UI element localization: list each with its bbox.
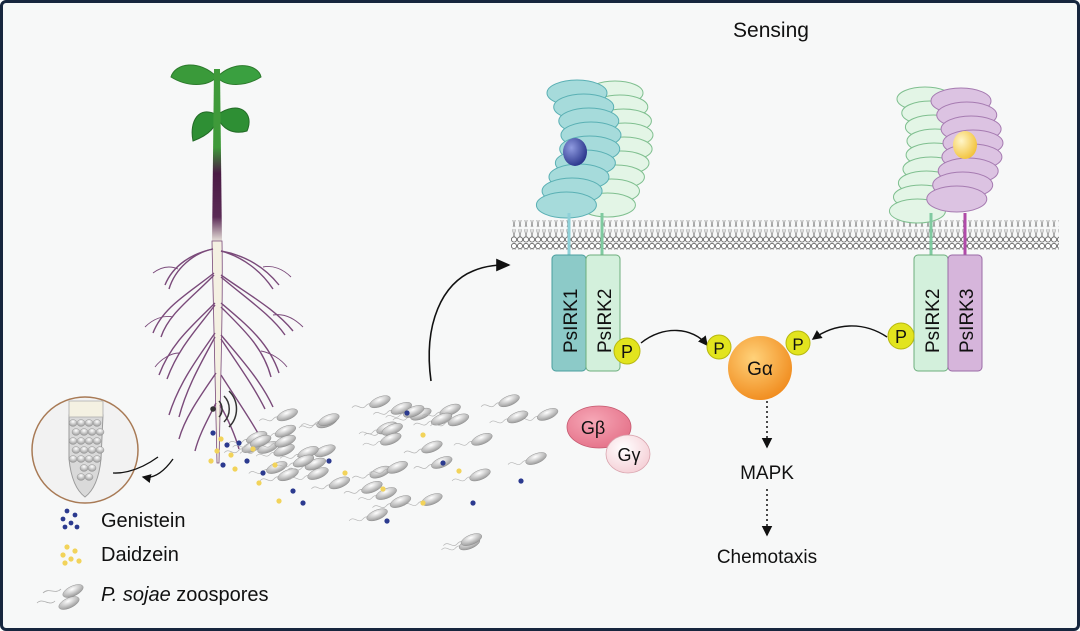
zoospore — [300, 413, 340, 427]
root-tip-inset — [31, 396, 174, 504]
zoospore — [343, 481, 383, 494]
zoospore — [372, 495, 412, 508]
daidzein-dot — [456, 468, 462, 474]
genistein-dot — [210, 430, 216, 436]
daidzein-dot — [228, 452, 234, 458]
daidzein-dot — [256, 480, 262, 486]
psirk3-label: PsIRK3 — [957, 289, 978, 353]
phospho-arrow-left — [640, 329, 708, 347]
zoospore-cloud — [224, 394, 559, 551]
svg-text:Gγ: Gγ — [617, 445, 640, 465]
daidzein-dot — [218, 436, 224, 442]
genistein-dot — [300, 500, 306, 506]
zoospore — [413, 456, 453, 469]
zoospore-legend-symbol — [36, 584, 84, 610]
mapk-label: MAPK — [740, 463, 794, 484]
genistein-dot — [260, 470, 266, 476]
svg-text:Gβ: Gβ — [581, 418, 605, 438]
phosphate-galpha-left — [706, 334, 732, 360]
genistein-dot — [518, 478, 524, 484]
zoospore — [413, 412, 453, 426]
psirk1-label: PsIRK1 — [561, 289, 582, 353]
genistein-dot — [440, 460, 446, 466]
zoospore — [289, 467, 329, 480]
daidzein-legend-label: Daidzein — [101, 544, 179, 566]
genistein-dot — [236, 440, 242, 446]
genistein-dot — [470, 500, 476, 506]
zoospore — [443, 533, 482, 546]
genistein-legend-label: Genistein — [101, 510, 186, 532]
zoospore-legend-label: P. sojae zoospores — [101, 584, 269, 606]
phosphate-galpha-right — [785, 330, 811, 356]
daidzein-dot — [272, 462, 278, 468]
zoospore — [453, 433, 493, 446]
genistein-dot — [244, 458, 250, 464]
daidzein-legend-symbol — [60, 544, 82, 566]
phosphate-right — [887, 322, 915, 350]
g-beta-gamma-dimer: Gβ Gγ — [566, 405, 651, 474]
daidzein-dot — [208, 458, 214, 464]
genistein-dot — [224, 442, 230, 448]
zoospore — [352, 465, 391, 479]
soybean-seedling — [144, 64, 304, 464]
genistein-dot — [290, 488, 296, 494]
zoospore — [507, 452, 547, 465]
zoospore — [348, 508, 388, 522]
zoospore — [403, 440, 443, 454]
zoospore — [232, 434, 272, 448]
daidzein-ligand — [953, 131, 977, 159]
psirk3-kinase — [947, 254, 983, 372]
svg-text:P: P — [713, 339, 724, 358]
zoospore — [275, 454, 315, 468]
svg-text:P: P — [895, 327, 907, 347]
daidzein-dot — [380, 486, 386, 492]
daidzein-dot — [276, 498, 282, 504]
zoospore — [311, 476, 350, 490]
isoflavone-dots — [208, 410, 524, 524]
zoospore — [373, 402, 412, 415]
genistein-dot — [404, 410, 410, 416]
zoospore — [259, 468, 299, 482]
genistein-legend-symbol — [60, 508, 80, 530]
genistein-ligand — [563, 138, 587, 166]
receptor-complex-right: PsIRK2 PsIRK3 P — [887, 86, 1004, 372]
signal-arrow — [428, 258, 511, 382]
diagram-canvas: Sensing — [31, 19, 1059, 610]
zoospore — [489, 410, 529, 424]
diagram-title: Sensing — [733, 19, 809, 42]
svg-text:Gα: Gα — [747, 359, 773, 380]
zoospore — [451, 468, 491, 482]
genistein-dot — [220, 462, 226, 468]
zoospore — [480, 394, 520, 408]
plasma-membrane — [511, 220, 1059, 250]
psirk2-kinase-left — [585, 254, 621, 372]
psirk2-label-right: PsIRK2 — [923, 289, 944, 353]
chemotaxis-label: Chemotaxis — [717, 547, 817, 568]
zoospore — [369, 461, 408, 474]
zoospore — [259, 408, 298, 422]
psirk2-label-left: PsIRK2 — [595, 289, 616, 353]
genistein-dot — [384, 518, 390, 524]
zoospore — [362, 432, 402, 446]
daidzein-dot — [214, 448, 220, 454]
daidzein-dot — [420, 432, 426, 438]
receptor-complex-left: PsIRK1 PsIRK2 P — [535, 79, 654, 372]
daidzein-dot — [420, 500, 426, 506]
zoospore — [430, 413, 470, 427]
genistein-dot — [326, 458, 332, 464]
svg-text:P: P — [621, 342, 633, 362]
phospho-arrow-right — [811, 325, 888, 340]
daidzein-dot — [250, 446, 256, 452]
zoospore — [351, 395, 391, 409]
legend: Genistein Daidzein P. sojae zoospores — [36, 508, 269, 610]
g-alpha-subunit: Gα P P — [706, 330, 811, 400]
svg-text:P: P — [792, 335, 803, 354]
phosphate-left — [613, 337, 641, 365]
daidzein-dot — [232, 466, 238, 472]
daidzein-dot — [342, 470, 348, 476]
